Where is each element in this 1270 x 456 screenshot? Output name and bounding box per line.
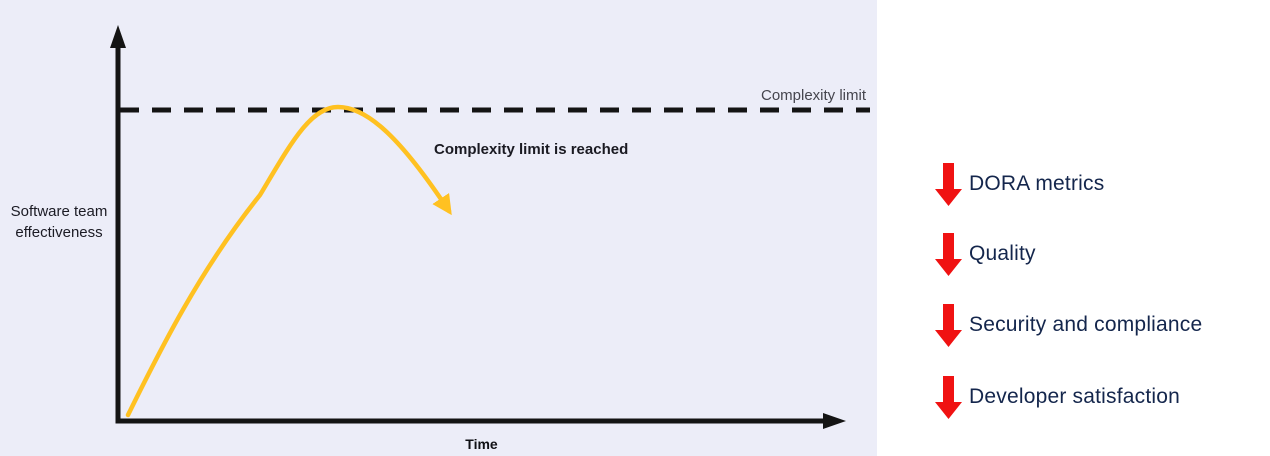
x-axis-label: Time (465, 436, 498, 452)
impact-item-label: DORA metrics (969, 172, 1105, 195)
impact-item-label: Developer satisfaction (969, 385, 1181, 408)
chart-graphics (110, 25, 870, 429)
impact-item-quality: Quality (935, 232, 1036, 276)
impact-item-label: Quality (969, 242, 1036, 265)
effectiveness-curve (125, 104, 452, 418)
down-arrow-icon (935, 303, 962, 347)
y-axis-arrowhead (110, 25, 126, 48)
y-axis-label-line1: Software team (10, 203, 108, 220)
annotation-complexity-reached: Complexity limit is reached (434, 141, 629, 158)
down-arrow-icon (935, 375, 962, 419)
impact-item-dora-metrics: DORA metrics (935, 162, 1104, 206)
y-axis-label-line2: effectiveness (15, 224, 103, 241)
impact-item-security-compliance: Security and compliance (935, 303, 1202, 347)
x-axis-arrowhead (823, 413, 846, 429)
y-axis-label: Software team effectiveness (0, 201, 118, 243)
impact-item-label: Security and compliance (969, 313, 1203, 336)
down-arrow-icon (935, 162, 962, 206)
impact-item-developer-satisfaction: Developer satisfaction (935, 375, 1180, 419)
down-arrow-icon (935, 232, 962, 276)
impact-list: DORA metrics Quality Security and compli… (935, 0, 1270, 456)
effectiveness-chart-panel: Software team effectiveness Complexity l… (0, 0, 877, 456)
complexity-limit-label: Complexity limit (760, 87, 866, 104)
